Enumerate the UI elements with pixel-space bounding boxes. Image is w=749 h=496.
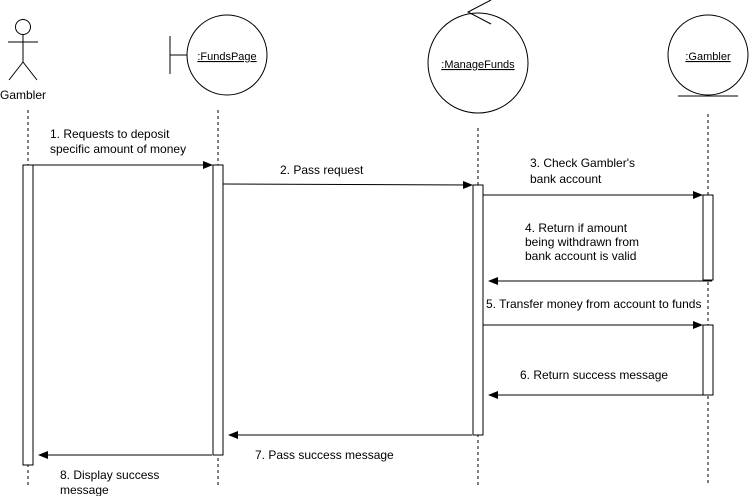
- message-4-label-line-3: bank account is valid: [525, 249, 636, 263]
- manage-funds-label: :ManageFunds: [441, 59, 515, 71]
- stick-figure-icon: [8, 19, 38, 81]
- control-circle: [427, 12, 529, 114]
- message-8: 8. Display success message: [38, 451, 212, 496]
- manage-funds-activation: [472, 184, 484, 436]
- gambler-activation: [22, 164, 34, 466]
- message-1-label-line-1: 1. Requests to deposit: [50, 127, 170, 141]
- funds-page-boundary: :FundsPage: [169, 14, 268, 96]
- gambler-actor-label: Gambler: [0, 88, 46, 102]
- boundary-icon: [169, 36, 187, 74]
- gambler-entity-activation-1: [702, 194, 714, 281]
- gambler-actor: Gambler: [0, 19, 46, 102]
- gambler-entity: :Gambler: [667, 14, 749, 97]
- message-7: 7. Pass success message: [228, 431, 472, 462]
- message-5-label: 5. Transfer money from account to funds: [486, 297, 701, 311]
- message-5: 5. Transfer money from account to funds: [483, 297, 703, 329]
- boundary-circle: [186, 14, 268, 96]
- message-3-label-line-2: bank account: [530, 172, 602, 186]
- funds-page-label: :FundsPage: [197, 51, 256, 63]
- message-3: 3. Check Gambler's bank account: [483, 156, 703, 199]
- message-6-label: 6. Return success message: [520, 368, 668, 382]
- gambler-entity-label: :Gambler: [685, 51, 731, 63]
- gambler-entity-activation-2: [702, 324, 714, 396]
- message-4-label-line-1: 4. Return if amount: [525, 221, 628, 235]
- message-8-label-line-1: 8. Display success: [60, 468, 159, 482]
- manage-funds-control: :ManageFunds: [427, 0, 529, 114]
- message-3-label-line-1: 3. Check Gambler's: [530, 156, 635, 170]
- message-4-label-line-2: being withdrawn from: [525, 235, 639, 249]
- funds-page-activation: [212, 164, 224, 456]
- entity-circle: [667, 14, 749, 96]
- message-1: 1. Requests to deposit specific amount o…: [33, 127, 213, 169]
- message-4: 4. Return if amount being withdrawn from…: [488, 221, 712, 285]
- message-8-label-line-2: message: [60, 483, 109, 496]
- control-arrow-icon: [466, 0, 492, 25]
- message-7-label: 7. Pass success message: [255, 448, 394, 462]
- message-1-label-line-2: specific amount of money: [50, 142, 186, 156]
- message-2-arrow: [222, 180, 473, 189]
- message-6: 6. Return success message: [488, 368, 712, 399]
- message-2: 2. Pass request: [222, 163, 473, 189]
- message-2-label: 2. Pass request: [280, 163, 364, 177]
